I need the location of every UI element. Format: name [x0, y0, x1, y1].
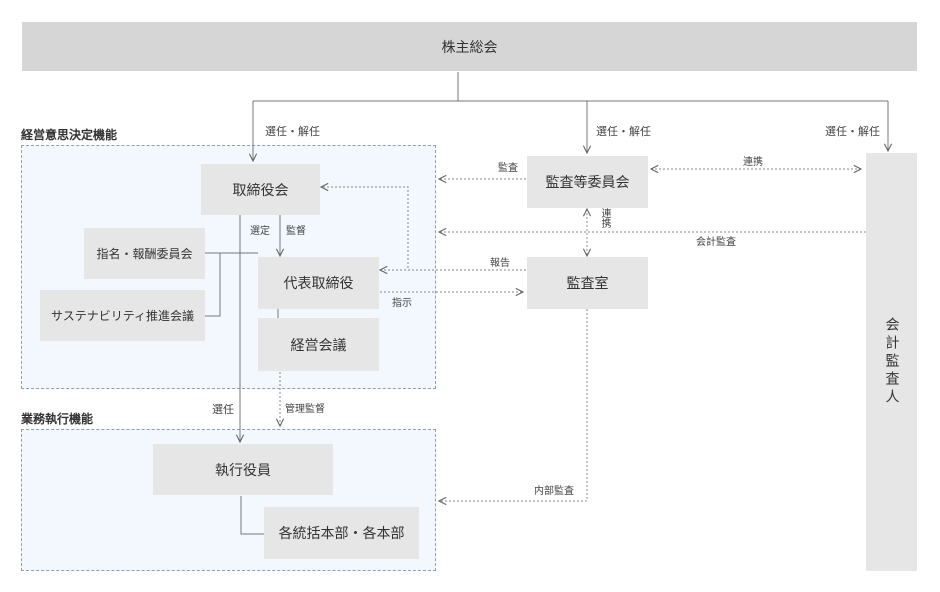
- select-label: 選定: [250, 226, 270, 237]
- accounting-auditor: 会計監査人: [866, 153, 917, 571]
- management-decision-label: 経営意思決定機能: [21, 128, 118, 142]
- sustainability-committee-label: サステナビリティ推進会議: [50, 309, 195, 323]
- supervise-label: 監督: [286, 226, 306, 237]
- audit-label: 監査: [498, 163, 518, 174]
- report-label: 報告: [490, 258, 510, 269]
- board-of-directors-label: 取締役会: [232, 182, 289, 199]
- appoint-label: 選任: [212, 403, 234, 416]
- shareholders-meeting-label: 株主総会: [441, 39, 498, 56]
- audit-committee-label: 監査等委員会: [545, 175, 630, 191]
- accounting-audit-label: 会計監査: [696, 237, 736, 248]
- cooperation-horizontal-label: 連携: [743, 157, 763, 168]
- representative-director: 代表取締役: [258, 257, 379, 309]
- divisions-label: 各統括本部・各本部: [278, 526, 405, 542]
- executive-officers: 執行役員: [153, 444, 333, 495]
- internal-audit-label: 内部監査: [534, 486, 574, 497]
- management-meeting: 経営会議: [258, 318, 379, 371]
- divisions: 各統括本部・各本部: [264, 507, 419, 559]
- sustainability-committee: サステナビリティ推進会議: [40, 290, 205, 341]
- audit-office-label: 監査室: [566, 276, 609, 292]
- nomination-committee-label: 指名・報酬委員会: [96, 247, 193, 261]
- management-supervision-label: 管理監督: [285, 404, 325, 415]
- executive-officers-label: 執行役員: [215, 462, 271, 479]
- audit-office: 監査室: [527, 257, 648, 309]
- board-of-directors: 取締役会: [201, 164, 320, 215]
- representative-director-label: 代表取締役: [283, 276, 354, 292]
- nomination-committee: 指名・報酬委員会: [84, 228, 205, 279]
- shareholders-meeting: 株主総会: [22, 22, 917, 71]
- audit-committee: 監査等委員会: [527, 156, 648, 208]
- accounting-auditor-label: 会計監査人: [883, 317, 900, 407]
- business-execution-label: 業務執行機能: [21, 412, 94, 426]
- elect-dismiss-label-audit-committee: 選任・解任: [596, 125, 651, 138]
- elect-dismiss-label-auditor: 選任・解任: [825, 125, 880, 138]
- instruction-label: 指示: [392, 298, 412, 309]
- cooperation-vertical-label: 連携: [599, 208, 610, 228]
- management-meeting-label: 経営会議: [290, 337, 347, 354]
- elect-dismiss-label-board: 選任・解任: [265, 125, 320, 138]
